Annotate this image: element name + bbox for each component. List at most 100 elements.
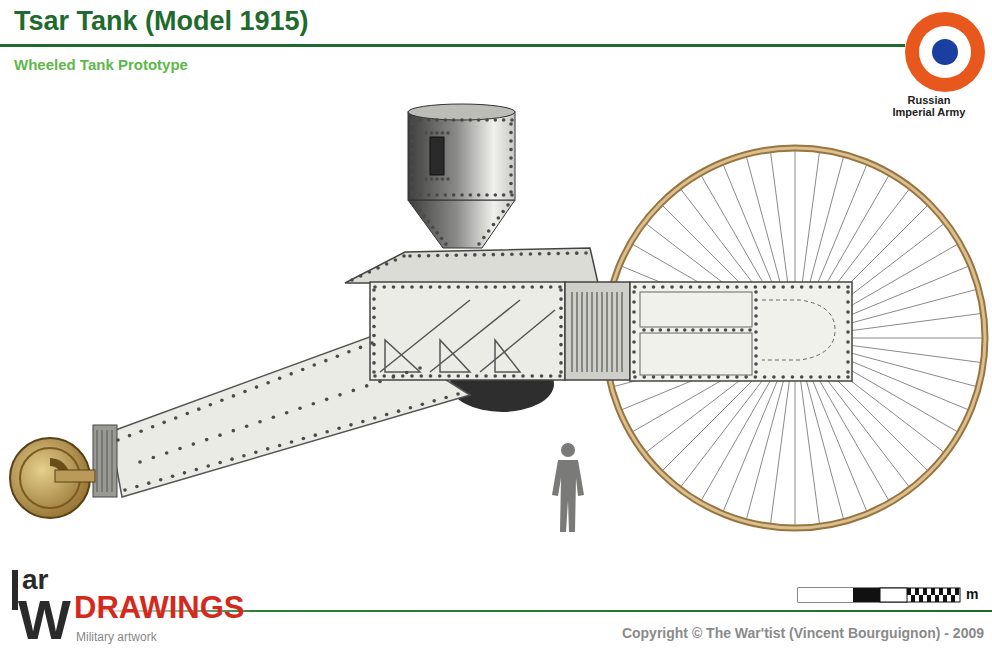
- rivet: [447, 285, 451, 289]
- rivet: [538, 252, 542, 256]
- rivet: [519, 252, 523, 256]
- title: Tsar Tank (Model 1915): [14, 7, 309, 37]
- rivet: [781, 285, 785, 289]
- rivet: [365, 384, 369, 388]
- rivet: [754, 306, 758, 310]
- rivet: [456, 374, 460, 378]
- rivet: [266, 381, 270, 385]
- rivet: [372, 361, 376, 365]
- rivet: [707, 375, 711, 379]
- rivet: [800, 375, 804, 379]
- rivet: [501, 253, 505, 257]
- header-rule: [0, 44, 905, 47]
- rivet: [475, 374, 479, 378]
- rivet: [494, 118, 498, 122]
- rivet: [509, 122, 513, 126]
- grille-slat: [581, 292, 582, 372]
- rivet: [410, 122, 414, 126]
- rivet: [559, 288, 563, 292]
- rivet: [740, 328, 744, 332]
- rivet: [809, 375, 813, 379]
- hull-rear: [370, 282, 565, 380]
- rivet: [429, 285, 433, 289]
- rivet: [422, 214, 426, 218]
- rivet: [152, 456, 156, 460]
- rivet: [349, 423, 353, 427]
- scale-check: [935, 595, 939, 602]
- rivet: [633, 285, 637, 289]
- rivet: [419, 374, 423, 378]
- rivet: [285, 411, 289, 415]
- rivet: [846, 300, 850, 304]
- rivet: [429, 374, 433, 378]
- rivet: [530, 285, 534, 289]
- rivet: [430, 177, 434, 181]
- rivet: [559, 343, 563, 347]
- rivet: [290, 440, 294, 444]
- scale-check: [911, 595, 915, 602]
- rivet: [482, 253, 486, 257]
- rivet: [642, 375, 646, 379]
- grille-slats: [572, 292, 622, 372]
- rivet: [846, 340, 850, 344]
- rivet: [220, 399, 224, 403]
- rivet: [410, 165, 414, 169]
- rivet: [183, 471, 187, 475]
- rivet: [138, 460, 142, 464]
- rivets: [116, 118, 850, 492]
- rivet: [410, 173, 414, 177]
- rivet: [754, 314, 758, 318]
- rivet: [424, 177, 428, 181]
- grille-slat: [586, 292, 587, 372]
- rivet: [670, 285, 674, 289]
- rivet: [575, 251, 579, 255]
- rivet: [441, 131, 445, 135]
- rivet: [809, 285, 813, 289]
- rivet: [266, 447, 270, 451]
- rivet: [444, 396, 448, 400]
- rivet: [382, 285, 386, 289]
- rivet: [724, 328, 728, 332]
- rivet: [846, 320, 850, 324]
- rivet: [185, 412, 189, 416]
- rivet: [426, 220, 430, 224]
- rivet: [165, 451, 169, 455]
- rivet: [632, 290, 636, 294]
- rivet: [430, 131, 434, 135]
- rivet: [642, 285, 646, 289]
- rivet: [509, 182, 513, 186]
- rivet: [846, 285, 850, 289]
- rivet: [372, 334, 376, 338]
- rivet: [460, 118, 464, 122]
- rivet: [392, 285, 396, 289]
- scale-bar: [798, 588, 960, 602]
- rivet: [791, 285, 795, 289]
- rivet: [402, 254, 406, 258]
- rivet: [372, 288, 376, 292]
- rivet: [632, 370, 636, 374]
- rivet: [781, 375, 785, 379]
- rivet: [116, 438, 120, 442]
- logo-letters: ar: [22, 566, 48, 594]
- rivet: [419, 118, 423, 122]
- rivet: [372, 325, 376, 329]
- turret-body: [408, 112, 515, 200]
- rivet: [324, 359, 328, 363]
- rivet: [312, 402, 316, 406]
- rivet: [559, 370, 563, 374]
- turret-slot: [430, 137, 444, 175]
- grille-slat: [606, 292, 607, 372]
- rivet: [772, 375, 776, 379]
- rivet: [378, 380, 382, 384]
- figure-head: [561, 443, 575, 457]
- rivet: [255, 385, 259, 389]
- rivet: [510, 252, 514, 256]
- rivet: [754, 354, 758, 358]
- rivet: [337, 426, 341, 430]
- rivet: [837, 285, 841, 289]
- rivet: [717, 375, 721, 379]
- rivet: [509, 139, 513, 143]
- rivet: [675, 328, 679, 332]
- rivet: [540, 285, 544, 289]
